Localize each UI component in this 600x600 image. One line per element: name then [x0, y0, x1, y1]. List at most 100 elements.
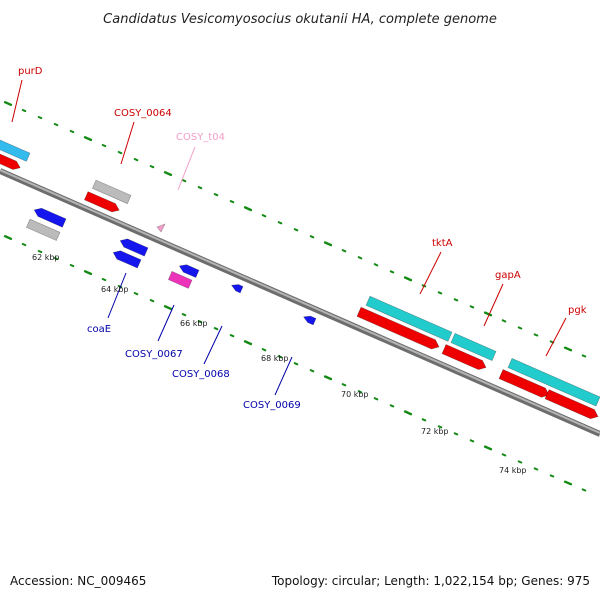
upper-tick-mark	[53, 123, 59, 127]
lower-tick-mark	[3, 234, 13, 241]
upper-tick-mark	[3, 100, 13, 107]
upper-tick-mark	[243, 206, 253, 212]
upper-tick-mark	[293, 228, 299, 232]
lower-tick-mark	[341, 383, 347, 387]
upper-tick-mark	[437, 291, 443, 295]
lower-tick-mark	[181, 313, 187, 317]
gene-grey-lower	[26, 218, 61, 241]
label-leader-lines	[11, 79, 567, 396]
leader-tktA	[419, 251, 442, 295]
lower-tick-mark	[323, 375, 333, 381]
trna-cosy-t04	[156, 223, 166, 233]
upper-tick-mark	[149, 165, 155, 169]
kbp-label-66: 66 kbp	[180, 319, 208, 328]
gene-cosy-0067-cds	[178, 264, 200, 278]
upper-tick-mark	[453, 298, 459, 302]
upper-tick-mark	[83, 136, 93, 142]
upper-tick-mark	[163, 171, 173, 177]
gene-purD-cds	[0, 153, 21, 170]
upper-tick-mark	[181, 179, 187, 183]
upper-tick-mark	[133, 158, 139, 162]
leader-cosy-0064	[120, 121, 135, 165]
upper-tick-mark	[21, 109, 27, 113]
upper-tick-mark	[37, 116, 43, 120]
lower-tick-mark	[37, 250, 43, 254]
lower-tick-mark	[69, 264, 75, 268]
gene-label-cosy-0064[interactable]: COSY_0064	[114, 108, 172, 119]
upper-tick-mark	[469, 305, 475, 309]
gene-cosy-0064-cds	[84, 191, 120, 213]
gene-label-cosy-0068[interactable]: COSY_0068	[172, 369, 230, 380]
gene-pgk-cds	[498, 369, 550, 398]
gene-label-cosy-0067[interactable]: COSY_0067	[125, 349, 183, 360]
genome-backbone-highlight	[0, 169, 600, 434]
genome-summary-text: Topology: circular; Length: 1,022,154 bp…	[271, 574, 590, 588]
gene-label-cosy-0069[interactable]: COSY_0069	[243, 400, 301, 411]
lower-tick-mark	[501, 453, 507, 457]
upper-tick-mark	[533, 333, 539, 337]
upper-tick-mark	[197, 186, 203, 190]
upper-tick-mark	[389, 270, 395, 274]
upper-tick-mark	[483, 311, 493, 317]
leader-pgk	[545, 317, 567, 357]
gene-cosy-0064-upper	[92, 179, 132, 205]
upper-tick-mark	[373, 263, 379, 267]
gene-label-tktA[interactable]: tktA	[432, 238, 453, 249]
upper-tick-mark	[517, 326, 523, 330]
upper-tick-mark	[117, 151, 123, 155]
upper-tick-mark	[581, 354, 587, 358]
lower-tick-mark	[133, 292, 139, 296]
lower-tick-mark	[421, 418, 427, 422]
gene-label-cosy-t04[interactable]: COSY_t04	[176, 132, 225, 143]
upper-tick-mark	[261, 214, 267, 218]
lower-tick-mark	[469, 439, 475, 443]
lower-tick-mark	[549, 474, 555, 478]
upper-tick-mark	[563, 346, 573, 352]
lower-tick-mark	[293, 362, 299, 366]
upper-tick-mark	[323, 241, 333, 247]
leader-cosy-0068	[203, 325, 223, 365]
upper-tick-mark	[101, 144, 107, 148]
upper-tick-mark	[357, 256, 363, 260]
lower-tick-mark	[101, 278, 107, 282]
kbp-label-74: 74 kbp	[499, 466, 527, 475]
gene-gapA-upper	[450, 333, 497, 361]
gene-cosy-0067-magenta	[168, 271, 193, 289]
tick-marks	[3, 100, 587, 492]
lower-tick-mark	[357, 390, 363, 394]
gene-label-gapA[interactable]: gapA	[495, 270, 521, 281]
lower-tick-mark	[533, 467, 539, 471]
lower-tick-mark	[261, 348, 267, 352]
gene-pgk-upper	[507, 358, 600, 407]
leader-gapA	[483, 283, 504, 327]
lower-tick-mark	[197, 320, 203, 324]
upper-tick-mark	[341, 249, 347, 253]
lower-tick-mark	[163, 305, 173, 311]
leader-cosy-t04	[177, 146, 196, 191]
lower-tick-mark	[277, 355, 283, 359]
lower-tick-mark	[213, 327, 219, 331]
gene-tktA-upper	[365, 295, 453, 342]
gene-label-purD[interactable]: purD	[18, 66, 43, 77]
kbp-label-68: 68 kbp	[261, 354, 289, 363]
lower-tick-mark	[563, 480, 573, 486]
lower-tick-mark	[243, 340, 253, 346]
gene-reverse-cds	[33, 207, 67, 228]
kbp-label-72: 72 kbp	[421, 427, 449, 436]
lower-tick-mark	[453, 432, 459, 436]
lower-tick-mark	[403, 410, 413, 416]
gene-cosy-0069-cds	[303, 315, 317, 326]
gene-label-coaE[interactable]: coaE	[87, 324, 111, 335]
gene-gapA-cds	[441, 344, 487, 370]
gene-label-pgk[interactable]: pgk	[568, 305, 587, 316]
lower-tick-mark	[389, 404, 395, 408]
leader-cosy-0067	[157, 304, 175, 342]
accession-text: Accession: NC_009465	[10, 574, 147, 588]
kbp-label-70: 70 kbp	[341, 390, 369, 399]
lower-tick-mark	[437, 425, 443, 429]
upper-tick-mark	[501, 319, 507, 323]
kbp-label-62: 62 kbp	[32, 253, 60, 262]
map-title: Candidatus Vesicomyosocius okutanii HA, …	[103, 12, 497, 27]
lower-tick-mark	[483, 445, 493, 451]
